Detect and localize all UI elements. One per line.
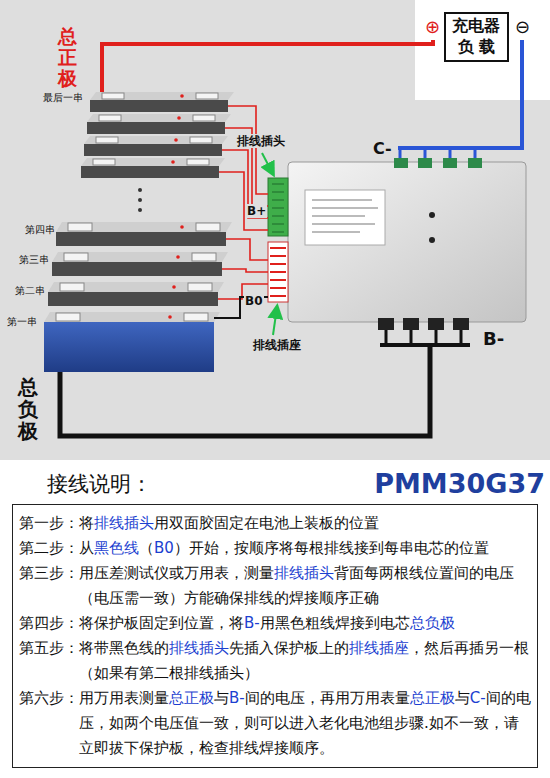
ground bbox=[415, 0, 550, 100]
step-text: 间的电压，再用万用表量 bbox=[245, 689, 410, 707]
highlight-text: 总正极 bbox=[169, 689, 214, 707]
step-text: 第三步：用压差测试仪或万用表，测量 bbox=[19, 564, 274, 582]
highlight-text: 排线插座 bbox=[349, 639, 409, 657]
step-text: 与 bbox=[455, 689, 470, 707]
series-label: 第二串 bbox=[14, 285, 46, 297]
charger-load-box: 充电器 负 载 bbox=[444, 12, 509, 62]
highlight-text: 总正极 bbox=[410, 689, 455, 707]
model-number: PMM30G37 bbox=[373, 468, 546, 500]
series-label: 第一串 bbox=[6, 316, 38, 328]
highlight-text: B0 bbox=[154, 539, 174, 557]
step-text: （ bbox=[139, 539, 154, 557]
pin-name: B0 bbox=[244, 294, 264, 308]
polarity-symbol: ⊕ bbox=[424, 16, 441, 38]
part-name: 排线插头 bbox=[236, 134, 286, 148]
highlight-text: 排线插头 bbox=[274, 564, 334, 582]
pin-name: B+ bbox=[246, 204, 267, 218]
step-text: 用双面胶固定在电池上装板的位置 bbox=[154, 514, 379, 532]
step-text: 与 bbox=[214, 689, 229, 707]
series-label: 最后一串 bbox=[42, 92, 84, 104]
cell-stack bbox=[81, 92, 234, 178]
step-text: 第五步：将带黑色线的 bbox=[19, 639, 169, 657]
step-text: 第一步：将排线插头用双面胶固定在电池上装板的位置 bbox=[19, 511, 531, 536]
c-minus-wire bbox=[400, 148, 475, 162]
highlight-text: B- bbox=[244, 614, 260, 632]
step-text: 第六步：用万用表测量 bbox=[19, 689, 169, 707]
box-text: 充电器 负 载 bbox=[450, 16, 503, 58]
pin-name: B- bbox=[482, 328, 505, 350]
pin-name: C- bbox=[372, 139, 393, 158]
step-text: 第四步：将保护板固定到位置，将 bbox=[19, 614, 244, 632]
wire-plug bbox=[268, 178, 288, 236]
highlight-text: C- bbox=[470, 689, 486, 707]
leader-arrow bbox=[262, 153, 273, 174]
step-text: 第二步：从黑色线（B0）开始，按顺序将每根排线接到每串电芯的位置 bbox=[19, 536, 531, 561]
highlight-text: 总负极 bbox=[410, 614, 455, 632]
section-heading: 接线说明： bbox=[46, 472, 153, 497]
highlight-text: B- bbox=[229, 689, 245, 707]
step-text: 第六步：用万用表测量总正极与B-间的电压，再用万用表量总正极与C-间的电压，如两… bbox=[19, 686, 531, 761]
step-text: ）开始，按顺序将每根排线接到每串电芯的位置 bbox=[174, 539, 489, 557]
instruction-box: 第一步：将排线插头用双面胶固定在电池上装板的位置第二步：从黑色线（B0）开始，按… bbox=[12, 504, 538, 768]
highlight-text: 排线插头 bbox=[169, 639, 229, 657]
step-text: 第一步：将 bbox=[19, 514, 94, 532]
terminal-label: 总正极 bbox=[58, 26, 77, 89]
step-text: 第三步：用压差测试仪或万用表，测量排线插头背面每两根线位置间的电压（电压需一致）… bbox=[19, 561, 531, 611]
cell-stack bbox=[44, 222, 232, 372]
step-text: 第四步：将保护板固定到位置，将B-用黑色粗线焊接到电芯总负极 bbox=[19, 611, 531, 636]
polarity-symbol: ⊖ bbox=[514, 16, 531, 38]
step-text: 第二步：从 bbox=[19, 539, 94, 557]
step-text: 第五步：将带黑色线的排线插头先插入保护板上的排线插座，然后再插另一根（如果有第二… bbox=[19, 636, 531, 686]
positive-wire bbox=[102, 40, 433, 96]
wire-socket bbox=[268, 242, 288, 302]
part-name: 排线插座 bbox=[252, 338, 302, 352]
step-text: 用黑色粗线焊接到电芯 bbox=[260, 614, 410, 632]
ground bbox=[0, 0, 550, 460]
series-label: 第三串 bbox=[18, 254, 50, 266]
series-label: 第四串 bbox=[24, 224, 56, 236]
terminal-label: 总负极 bbox=[18, 376, 38, 442]
highlight-text: 排线插头 bbox=[94, 514, 154, 532]
step-text: 先插入保护板上的 bbox=[229, 639, 349, 657]
leader-arrow bbox=[273, 307, 277, 335]
highlight-text: 黑色线 bbox=[94, 539, 139, 557]
b-minus-wire bbox=[380, 343, 470, 347]
protection-board bbox=[288, 162, 526, 322]
